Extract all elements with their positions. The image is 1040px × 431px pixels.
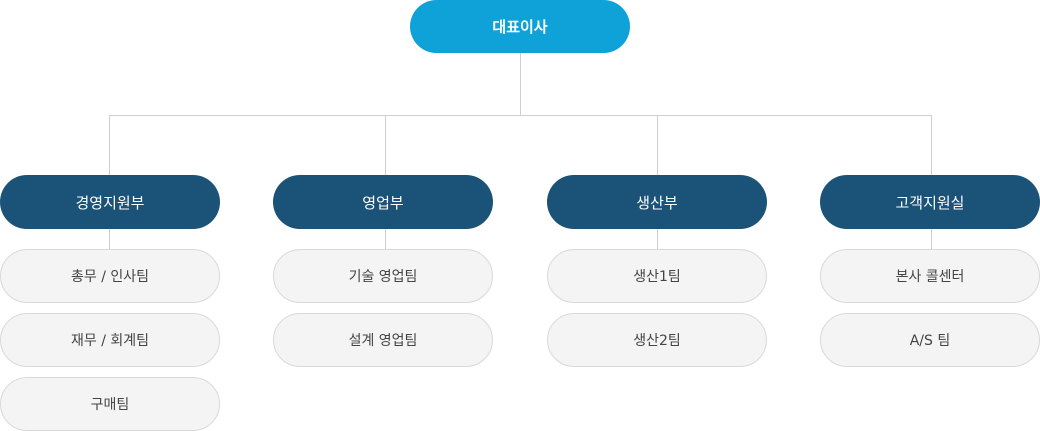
team-node: 설계 영업팀 [273,313,493,367]
dept-node-management-support: 경영지원부 [0,175,220,229]
team-node: 재무 / 회계팀 [0,313,220,367]
team-node: A/S 팀 [820,313,1040,367]
dept-node-production: 생산부 [547,175,767,229]
team-node: 구매팀 [0,377,220,431]
horizontal-connector-line [109,115,932,116]
team-node: 생산2팀 [547,313,767,367]
team-node: 본사 콜센터 [820,249,1040,303]
ceo-node: 대표이사 [410,0,630,53]
team-node: 총무 / 인사팀 [0,249,220,303]
team-node: 기술 영업팀 [273,249,493,303]
dept-node-sales: 영업부 [273,175,493,229]
team-node: 생산1팀 [547,249,767,303]
ceo-connector-line [520,53,521,115]
dept-node-customer-support: 고객지원실 [820,175,1040,229]
